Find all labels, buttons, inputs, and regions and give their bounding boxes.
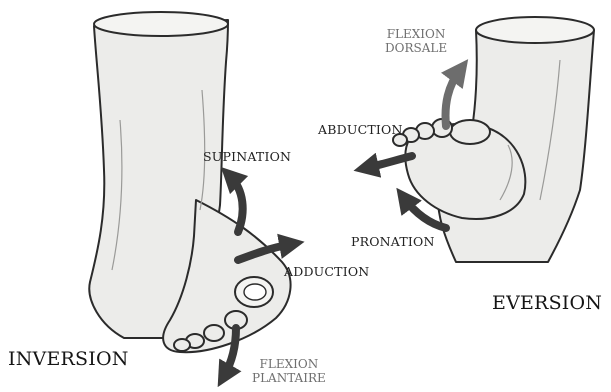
pronation-label: PRONATION [351,236,435,249]
flexion-dorsale-arrow [446,70,460,126]
abduction-label: ABDUCTION [318,124,403,137]
eversion-label: EVERSION [492,294,602,313]
flexion-dorsale-label: FLEXION DORSALE [385,27,447,55]
left-leg-top [94,12,228,36]
right-leg-top [476,17,594,43]
left-foot-drawing [89,12,290,352]
adduction-label: ADDUCTION [284,266,369,279]
flexion-plantaire-label: FLEXION PLANTAIRE [252,357,326,385]
inversion-label: INVERSION [8,350,129,369]
right-big-toe [450,120,490,144]
supination-label: SUPINATION [203,151,291,164]
left-toe-3 [204,325,224,341]
left-toe-5 [174,339,190,351]
